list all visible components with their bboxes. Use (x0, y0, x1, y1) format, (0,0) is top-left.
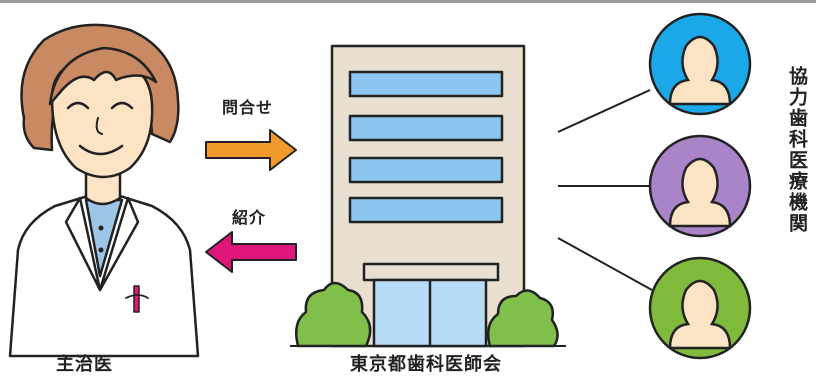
building-window (348, 196, 504, 224)
cooperating-institutions-label: 協力歯科医療機関 (786, 66, 808, 234)
member-avatar-2 (648, 134, 752, 238)
association-caption: 東京都歯科医師会 (350, 354, 502, 375)
building-window (348, 114, 504, 142)
inquiry-label: 問合せ (222, 98, 274, 117)
doctor-caption: 主治医 (56, 354, 113, 375)
doctor-illustration (8, 23, 200, 358)
member-avatar-3 (648, 256, 752, 360)
doctor-hair (20, 23, 180, 152)
building-illustration (290, 44, 566, 348)
right-bush (487, 289, 559, 348)
referral-arrow (205, 231, 297, 273)
building-window (348, 70, 504, 98)
inquiry-arrow (205, 129, 297, 171)
left-bush (295, 281, 372, 348)
member-avatar-1 (648, 12, 752, 116)
building-window (348, 156, 504, 184)
connector-lines (557, 89, 653, 291)
referral-label: 紹介 (232, 208, 267, 227)
top-divider (0, 0, 816, 3)
